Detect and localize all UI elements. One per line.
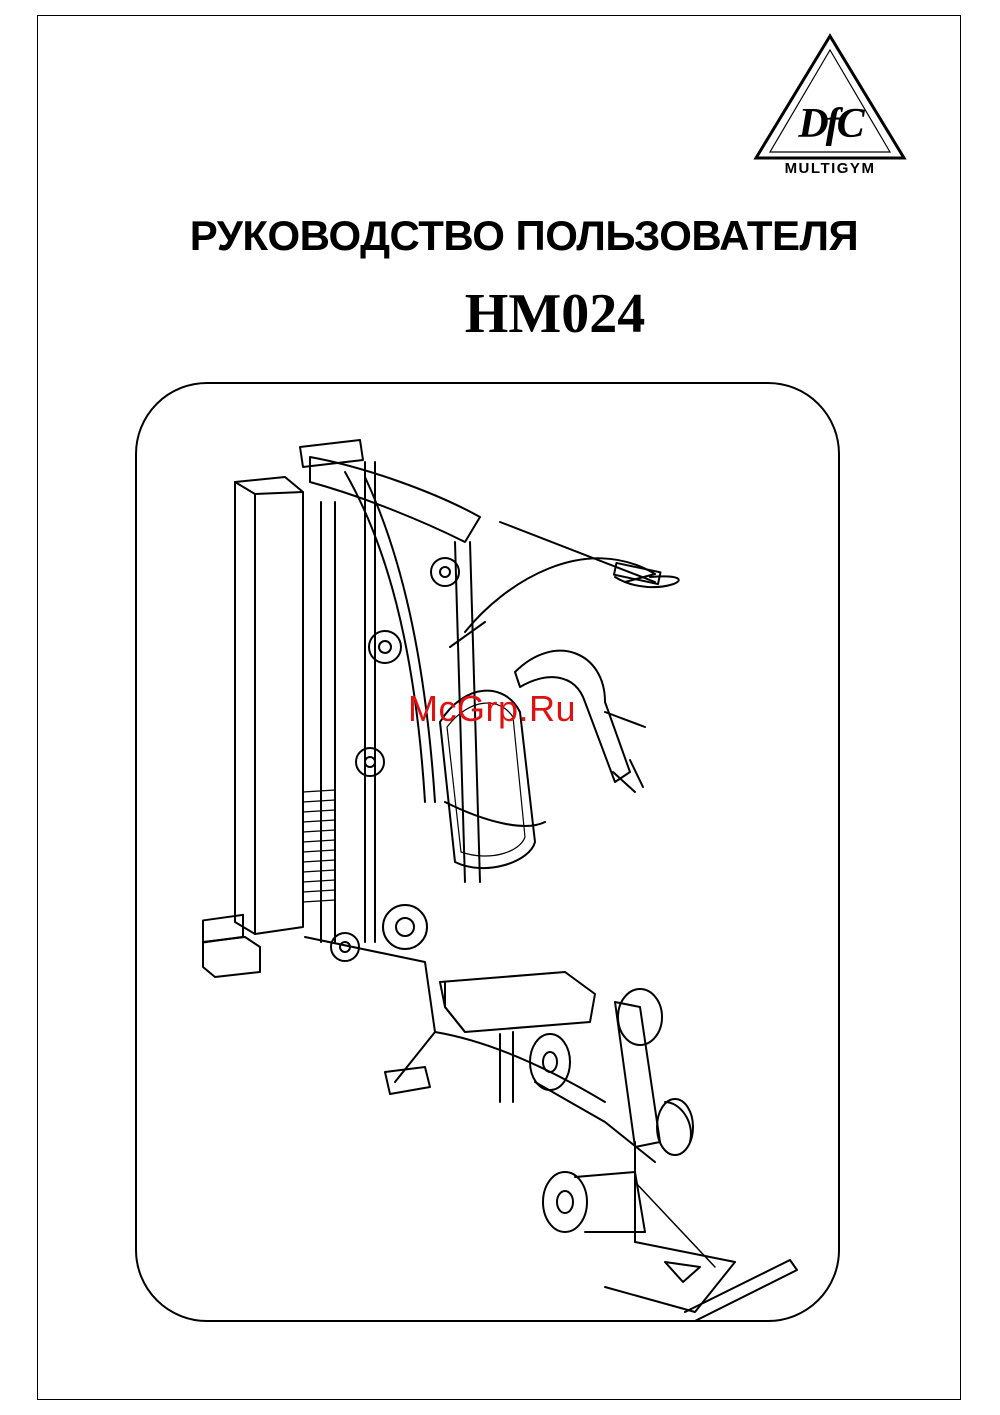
logo-mark: DfC	[782, 100, 878, 148]
weight-stack-tower	[203, 477, 335, 977]
multigym-illustration-icon	[135, 382, 840, 1322]
brand-logo: DfC MULTIGYM	[752, 32, 908, 184]
manual-title: РУКОВОДСТВО ПОЛЬЗОВАТЕЛЯ	[0, 212, 1000, 260]
logo-subtitle: MULTIGYM	[752, 160, 908, 177]
base-frame	[305, 933, 655, 1162]
model-number: HM024	[0, 282, 1000, 346]
leg-extension	[530, 989, 797, 1322]
watermark-text: McGrp.Ru	[408, 688, 576, 730]
